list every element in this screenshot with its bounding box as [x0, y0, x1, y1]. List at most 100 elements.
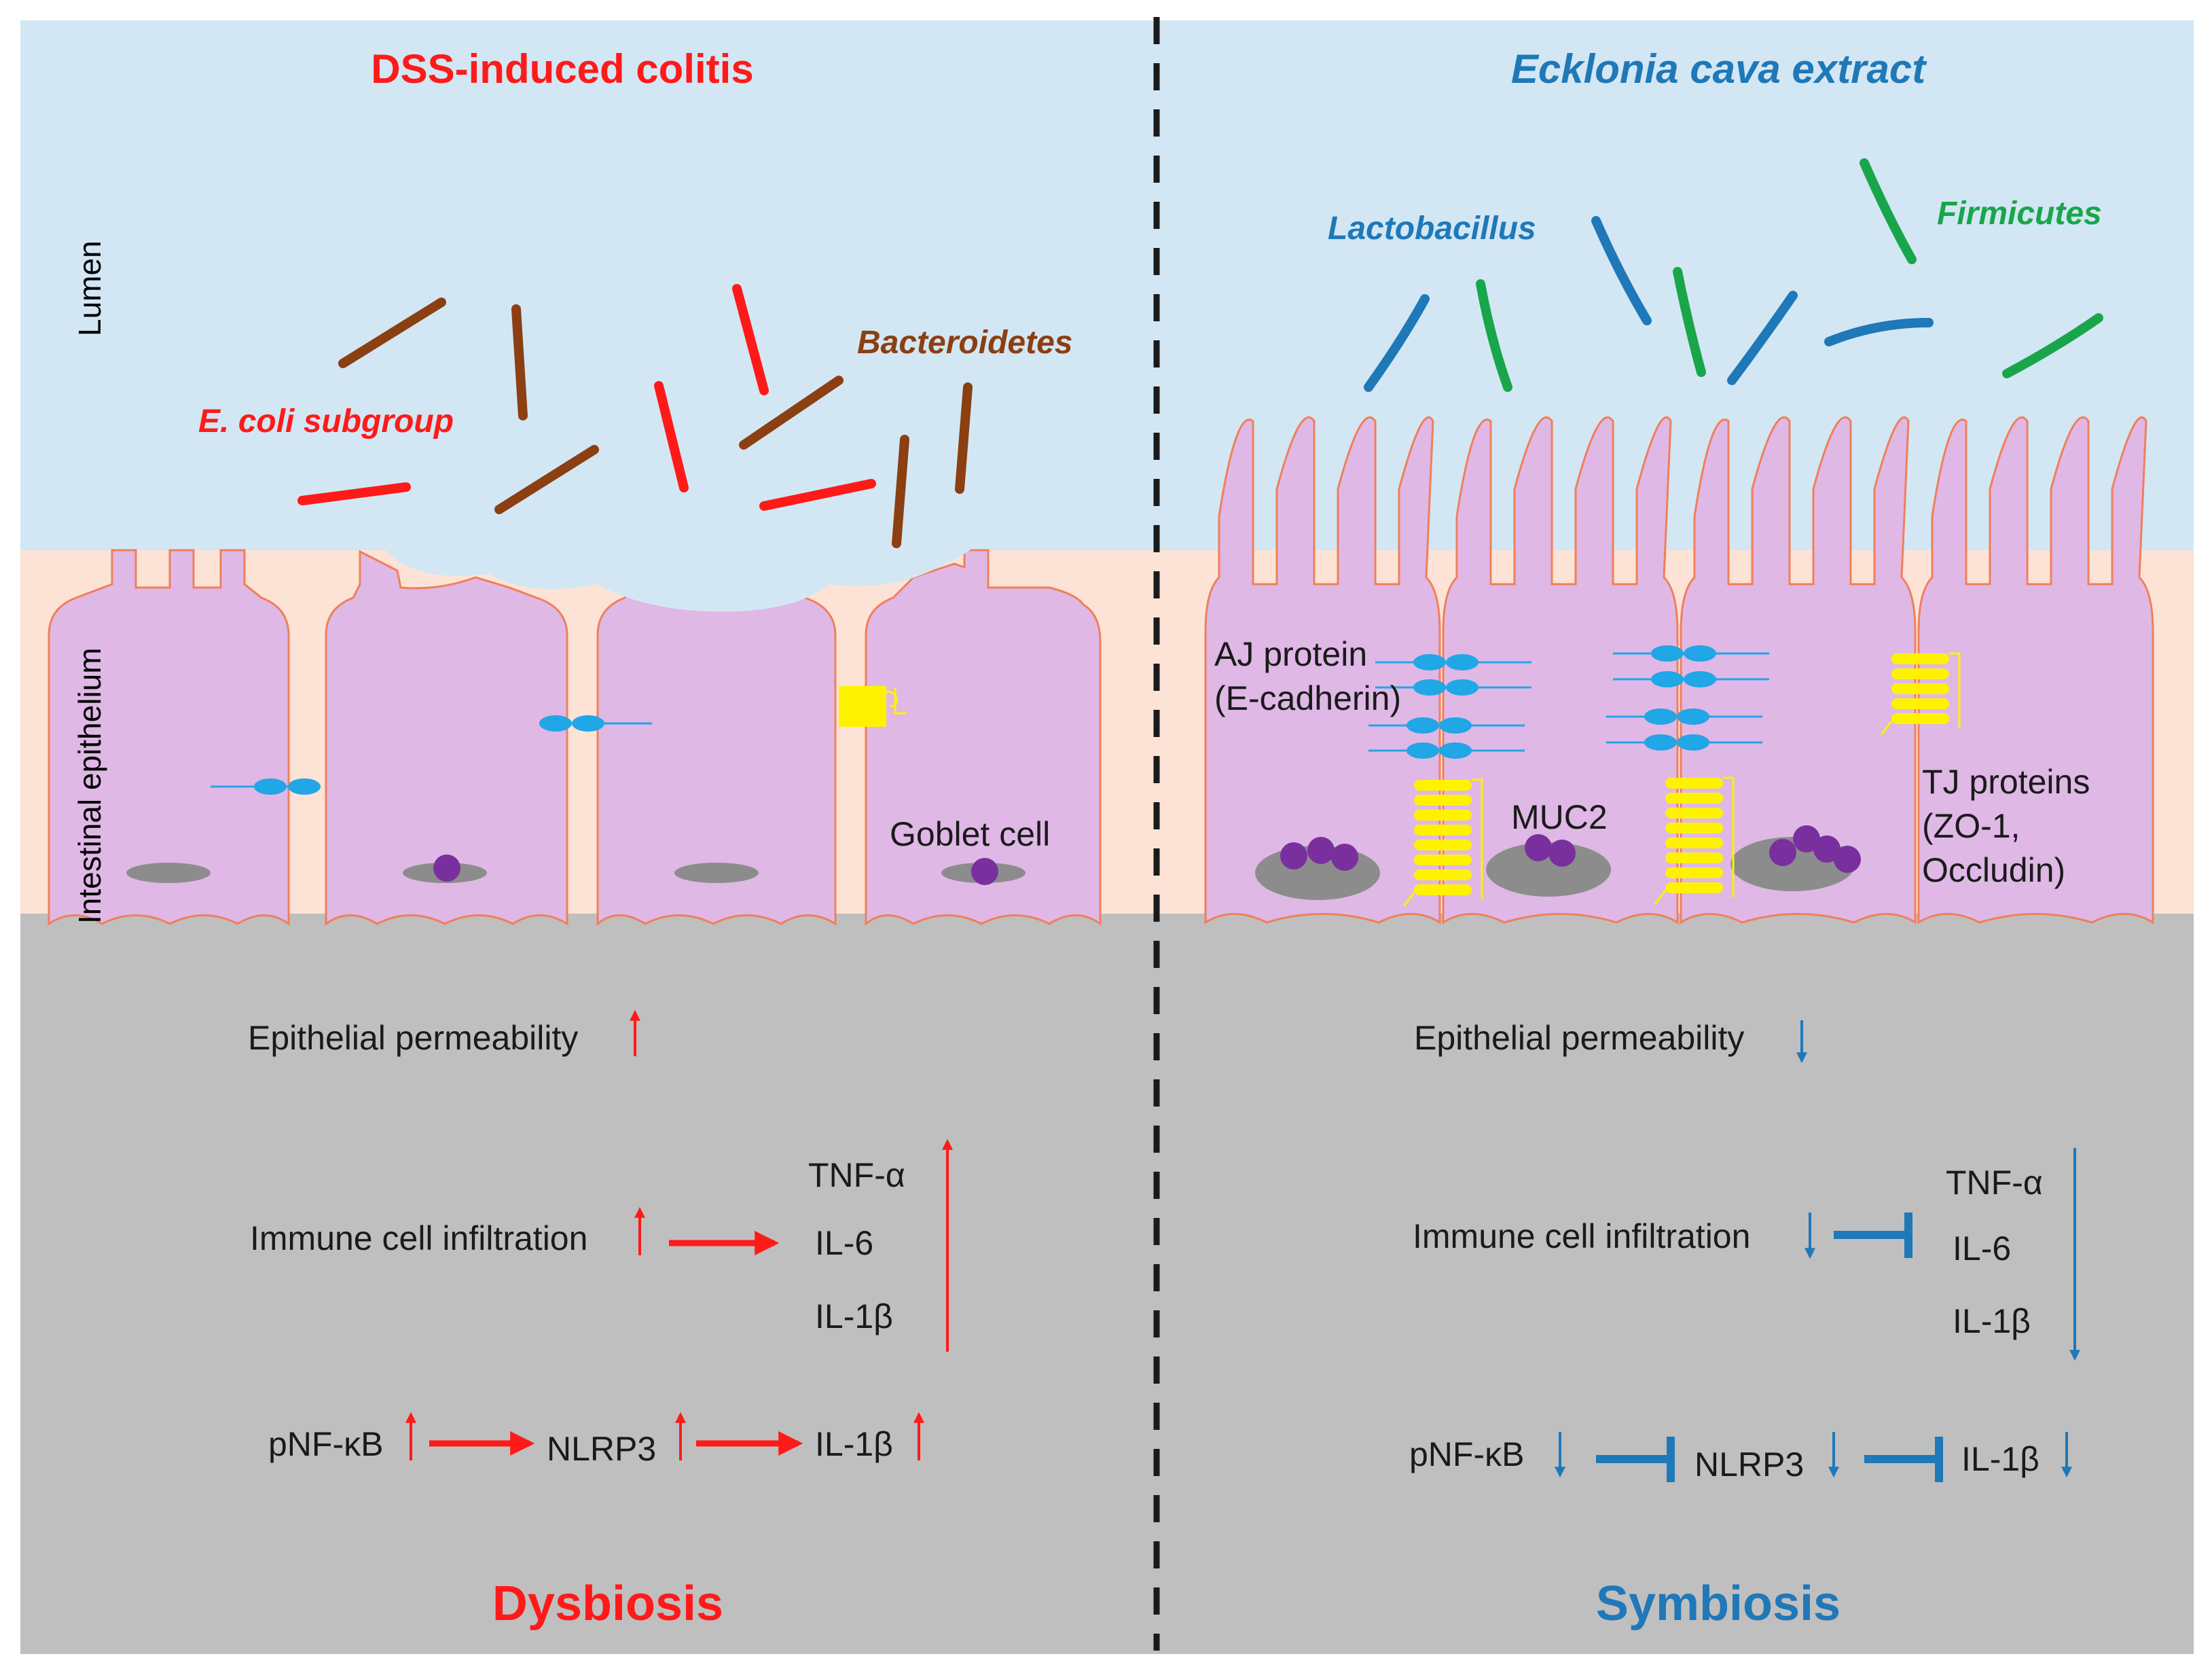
bacteroidetes-rod [739, 376, 844, 450]
mucin-granule [1307, 837, 1335, 864]
tj-protein [1414, 855, 1472, 865]
right-inhibition-bar [1834, 1212, 1912, 1258]
lumen-label: Lumen [72, 240, 107, 336]
tj-protein [1665, 823, 1723, 833]
left-pathway-step: NLRP3 [547, 1430, 656, 1468]
aj-protein [1439, 717, 1472, 734]
epithelium-label: Intestinal epithelium [72, 647, 107, 924]
aj-protein [1446, 679, 1479, 696]
tj-protein [1414, 795, 1472, 806]
left-pathway-step: IL-1β [815, 1425, 893, 1463]
muc2-label: MUC2 [1511, 798, 1608, 836]
aj-protein [1677, 708, 1709, 725]
mucosal-erosion [380, 543, 978, 612]
mucin-granule [1280, 842, 1307, 869]
aj-protein [1446, 654, 1479, 670]
symbiosis-label: Symbiosis [1596, 1577, 1841, 1631]
mucin-granule [1548, 840, 1576, 867]
lactobacillus-rod [1727, 291, 1798, 385]
aj-protein [1413, 679, 1446, 696]
aj-protein-pair [211, 778, 321, 795]
ecoli-rod [297, 482, 411, 505]
tj-protein [1891, 653, 1949, 664]
left-cytokine: IL-6 [815, 1224, 873, 1262]
ecoli-rod [759, 479, 876, 511]
epithelial-cell [48, 549, 290, 926]
epithelial-cell [1442, 416, 1679, 924]
nucleus [674, 863, 759, 883]
tj-protein [1414, 884, 1472, 895]
tj-protein [1414, 780, 1472, 791]
tj-protein [1665, 778, 1723, 789]
aj-protein [1407, 742, 1439, 759]
aj-protein [1644, 734, 1677, 751]
bacteroidetes-rod [955, 382, 973, 494]
aj-protein [1684, 645, 1716, 662]
left-infiltration: Immune cell infiltration [250, 1219, 587, 1257]
mucin-granule [1331, 844, 1358, 871]
epithelial-cell [1917, 416, 2154, 924]
tj-protein [1665, 852, 1723, 863]
left-pathway-step: pNF-κB [268, 1425, 383, 1463]
tj-protein [1665, 808, 1723, 819]
aj-label-line-1: AJ protein [1214, 635, 1367, 673]
bacteria-left [297, 284, 973, 548]
tj-protein [1891, 683, 1949, 694]
aj-protein [1439, 742, 1472, 759]
tj-protein [1665, 793, 1723, 804]
right-cytokine: IL-6 [1953, 1229, 2011, 1268]
lactobacillus-label: Lactobacillus [1328, 211, 1536, 247]
right-permeability: Epithelial permeability [1414, 1019, 1744, 1057]
firmicutes-rod [1860, 158, 1917, 264]
aj-protein-pair [539, 715, 652, 732]
right-title: Ecklonia cava extract [1511, 46, 1927, 92]
mucin-granule [1769, 839, 1796, 866]
goblet-cell-label: Goblet cell [890, 815, 1050, 853]
right-inhibition-bar [1596, 1437, 1675, 1482]
mucin-granule [1793, 825, 1820, 852]
bacteroidetes-rod [511, 304, 528, 420]
aj-protein [1407, 717, 1439, 734]
lactobacillus-rod [1364, 294, 1430, 392]
firmicutes-label: Firmicutes [1937, 196, 2102, 232]
lamina-band [20, 914, 2194, 1654]
lactobacillus-rod [1591, 216, 1652, 325]
tj-protein [1414, 869, 1472, 880]
left-title: DSS-induced colitis [371, 46, 753, 92]
epithelial-cell [325, 550, 568, 926]
tj-protein [1414, 825, 1472, 836]
left-cytokine: TNF-α [808, 1156, 905, 1194]
tj-label-line-3: Occludin) [1922, 851, 2065, 889]
tj-protein-line [1402, 778, 1483, 907]
epithelial-cell [1680, 416, 1917, 924]
right-cytokine: IL-1β [1953, 1302, 2031, 1340]
dysbiosis-label: Dysbiosis [492, 1577, 723, 1631]
epithelial-cell [1204, 416, 1441, 924]
mucin-granule [1834, 846, 1861, 873]
tj-label-line-1: TJ proteins [1922, 763, 2090, 801]
right-pathway-step: pNF-κB [1409, 1435, 1524, 1473]
bacteroidetes-rod [338, 298, 446, 368]
aj-protein [1651, 645, 1684, 662]
right-pathway-step: IL-1β [1961, 1440, 2039, 1478]
right-cytokine: TNF-α [1946, 1164, 2043, 1202]
tj-protein [1414, 810, 1472, 821]
tj-protein [1891, 698, 1949, 709]
left-epithelium [48, 543, 1102, 927]
tj-label-line-2: (ZO-1, [1922, 807, 2020, 845]
mucin-granule [1813, 836, 1841, 863]
aj-protein [1677, 734, 1709, 751]
aj-label-line-2: (E-cadherin) [1214, 679, 1401, 717]
left-cytokine: IL-1β [815, 1297, 893, 1335]
tj-protein-line [1654, 776, 1735, 905]
tj-protein [1414, 840, 1472, 850]
right-pathway-step: NLRP3 [1694, 1445, 1804, 1484]
aj-protein [1651, 671, 1684, 687]
lumen-band [20, 20, 2194, 550]
tj-protein [1665, 867, 1723, 878]
bacteroidetes-rod [892, 435, 909, 548]
right-inhibition-bar [1864, 1437, 1943, 1482]
mucin-granule [433, 855, 460, 882]
